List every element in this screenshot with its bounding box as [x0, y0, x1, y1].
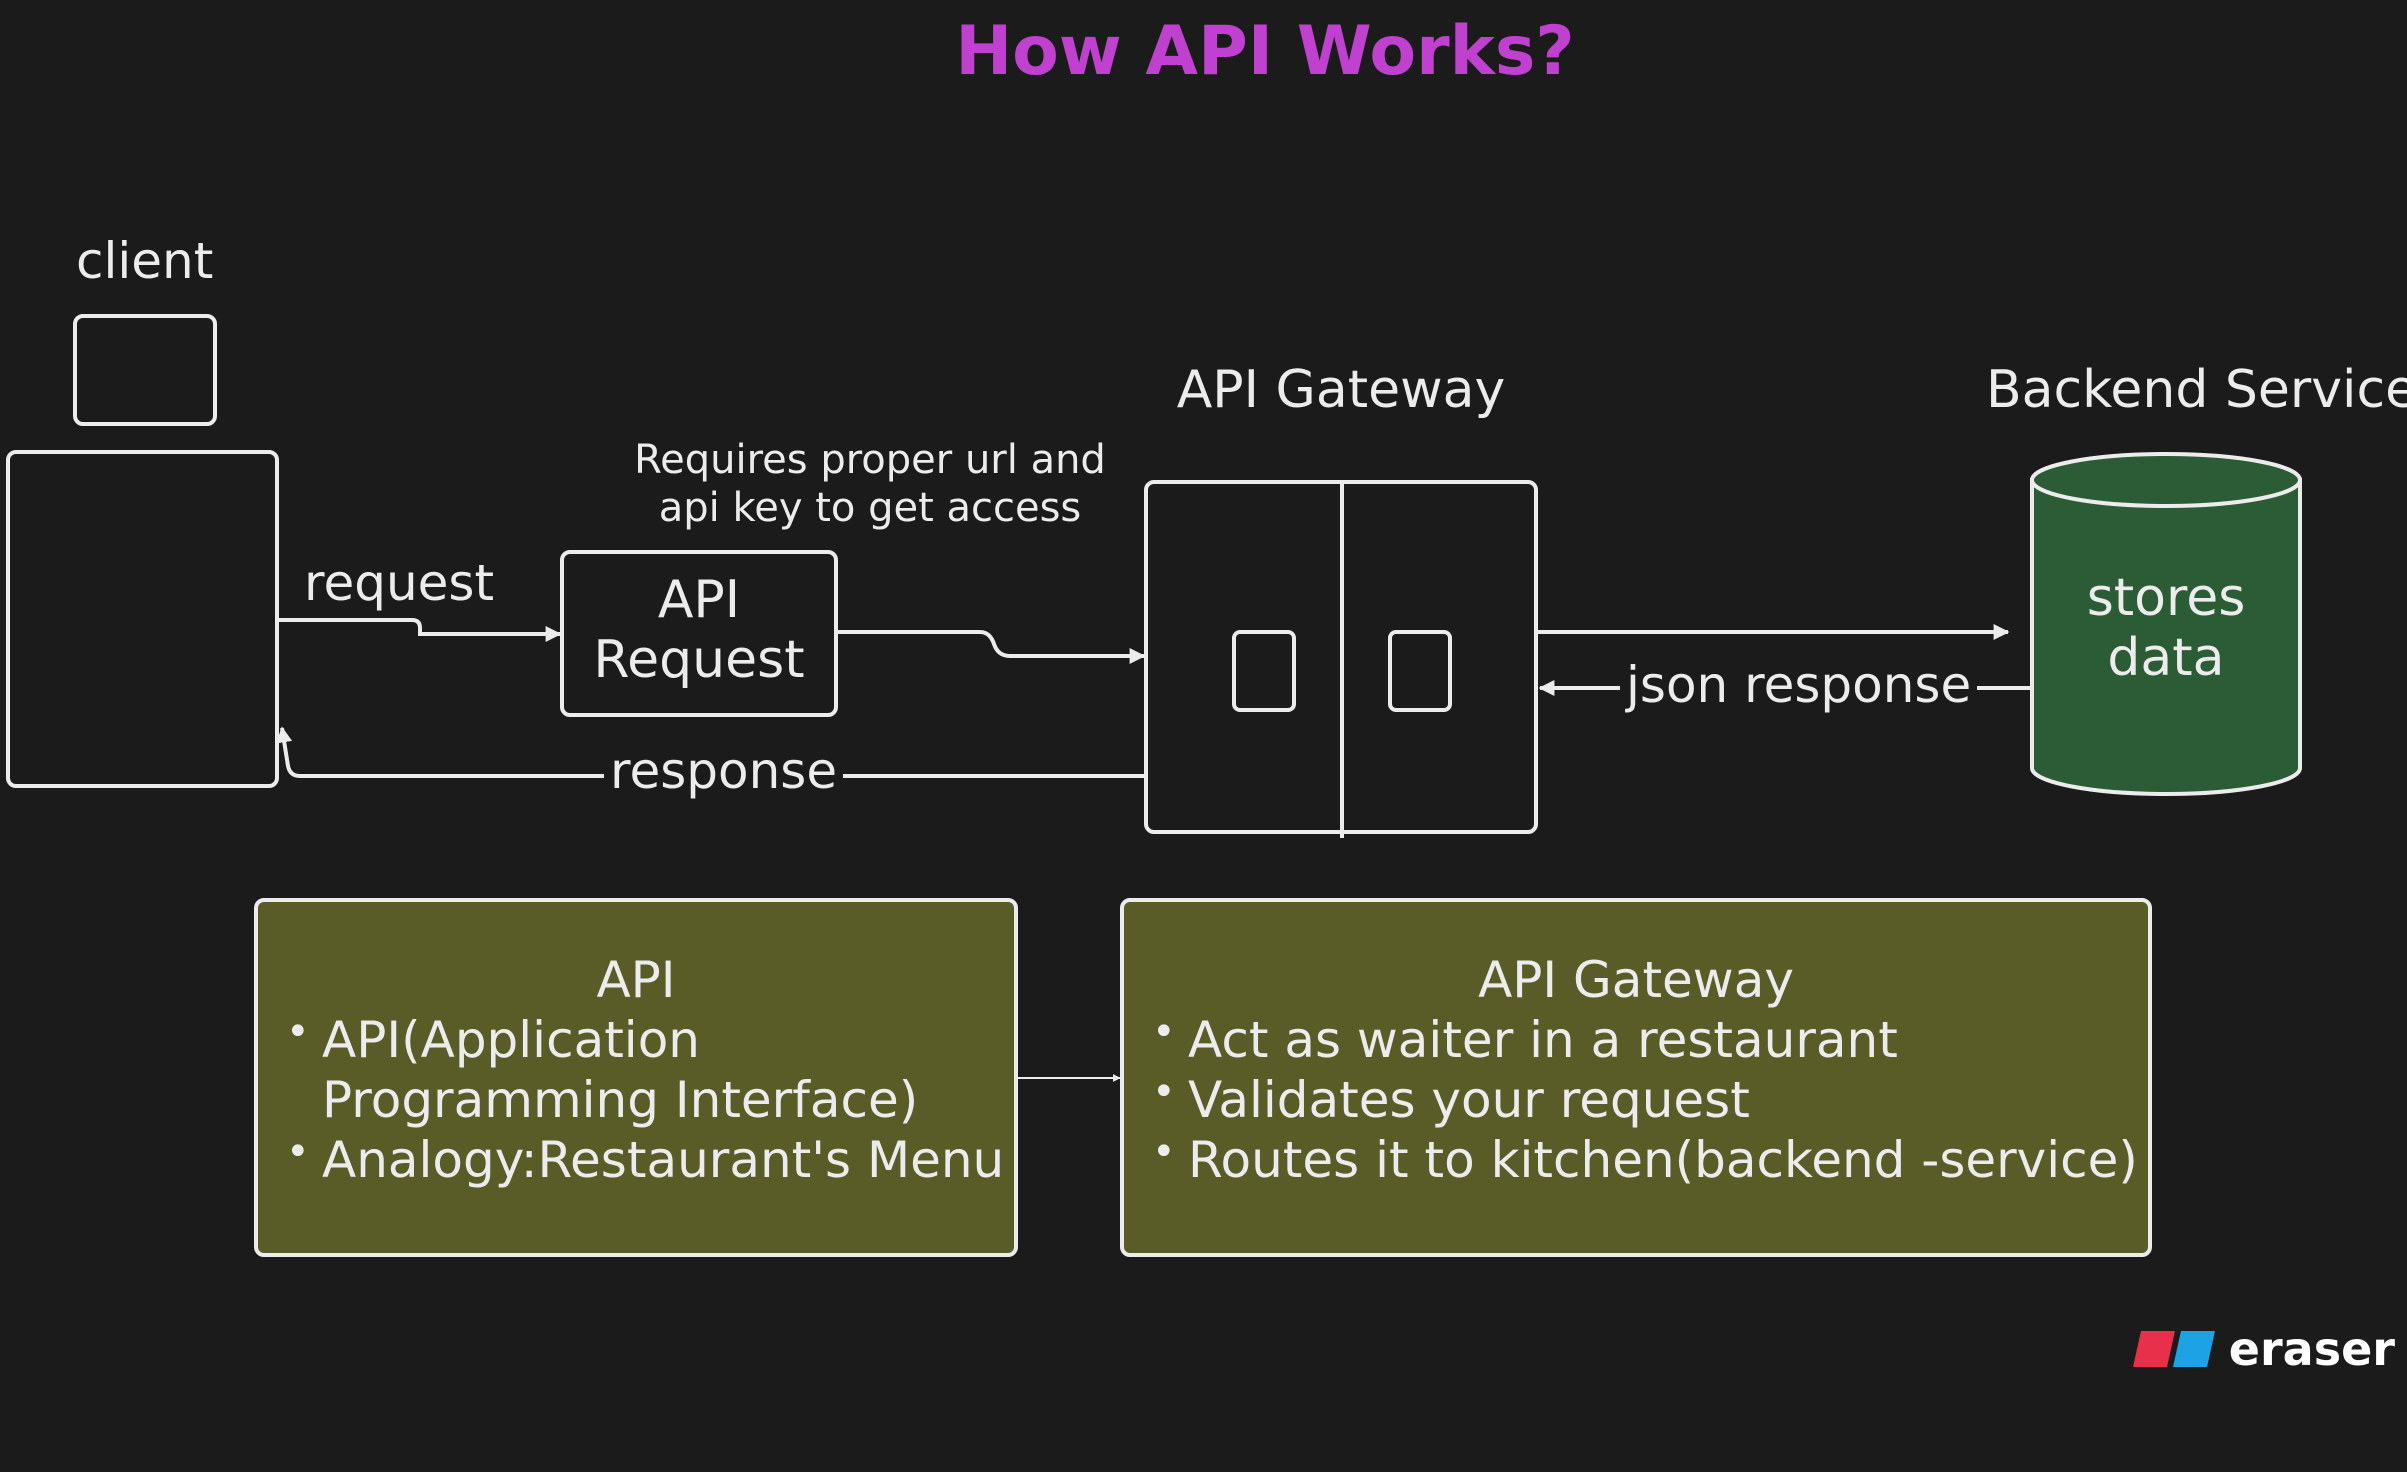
client-label: client [76, 232, 214, 290]
api-note-item-continued: Programming Interface) [322, 1071, 919, 1129]
database-text: stores data [2032, 568, 2300, 688]
api-request-line-2: Request [593, 630, 805, 690]
api-note-item: Analogy:Restaurant's Menu [286, 1122, 1016, 1190]
client-box[interactable] [6, 450, 279, 788]
edge-request[interactable] [278, 618, 562, 642]
page-title: How API Works? [955, 12, 1575, 91]
requirement-note-line-1: Requires proper url and [634, 437, 1106, 483]
database-text-line-2: data [2107, 628, 2225, 688]
gateway-note: API Gateway Act as waiter in a restauran… [1122, 900, 2150, 1255]
requirement-note: Requires proper url and api key to get a… [620, 436, 1120, 532]
edge-response[interactable] [276, 726, 1146, 778]
requirement-note-line-2: api key to get access [658, 485, 1082, 531]
api-note: API API(Application Programming Interfac… [256, 900, 1016, 1255]
backend-service-label: Backend Service [1986, 360, 2407, 420]
json-response-label: json response [1620, 656, 1978, 714]
api-gateway-label: API Gateway [1176, 360, 1506, 420]
api-note-heading: API [596, 951, 676, 1009]
eraser-logo-icon [2131, 1329, 2217, 1369]
database-cylinder[interactable] [2030, 452, 2302, 796]
database-text-line-1: stores [2086, 568, 2246, 628]
eraser-logo-text: eraser [2228, 1322, 2395, 1376]
request-label: request [300, 554, 499, 612]
gateway-note-list: Act as waiter in a restaurant Validates … [1122, 1002, 2150, 1190]
gateway-note-item: Routes it to kitchen(backend -service) [1152, 1122, 2150, 1190]
gateway-note-heading: API Gateway [1478, 951, 1794, 1009]
eraser-logo[interactable]: eraser [2131, 1322, 2395, 1376]
gateway-note-item: Validates your request [1152, 1062, 2150, 1130]
api-request-box[interactable] [560, 550, 838, 717]
gateway-note-item: Act as waiter in a restaurant [1152, 1002, 2150, 1070]
edge-request-to-gateway[interactable] [838, 630, 1146, 664]
api-request-line-1: API [657, 570, 741, 630]
response-label: response [604, 742, 844, 800]
gateway-right-door-icon [1388, 630, 1452, 712]
client-monitor[interactable] [73, 314, 217, 426]
api-request-label: API Request [562, 570, 836, 690]
api-note-list: API(Application Programming Interface) A… [256, 1002, 1016, 1190]
gateway-left-door-icon [1232, 630, 1296, 712]
api-note-item: API(Application [286, 1002, 1016, 1070]
